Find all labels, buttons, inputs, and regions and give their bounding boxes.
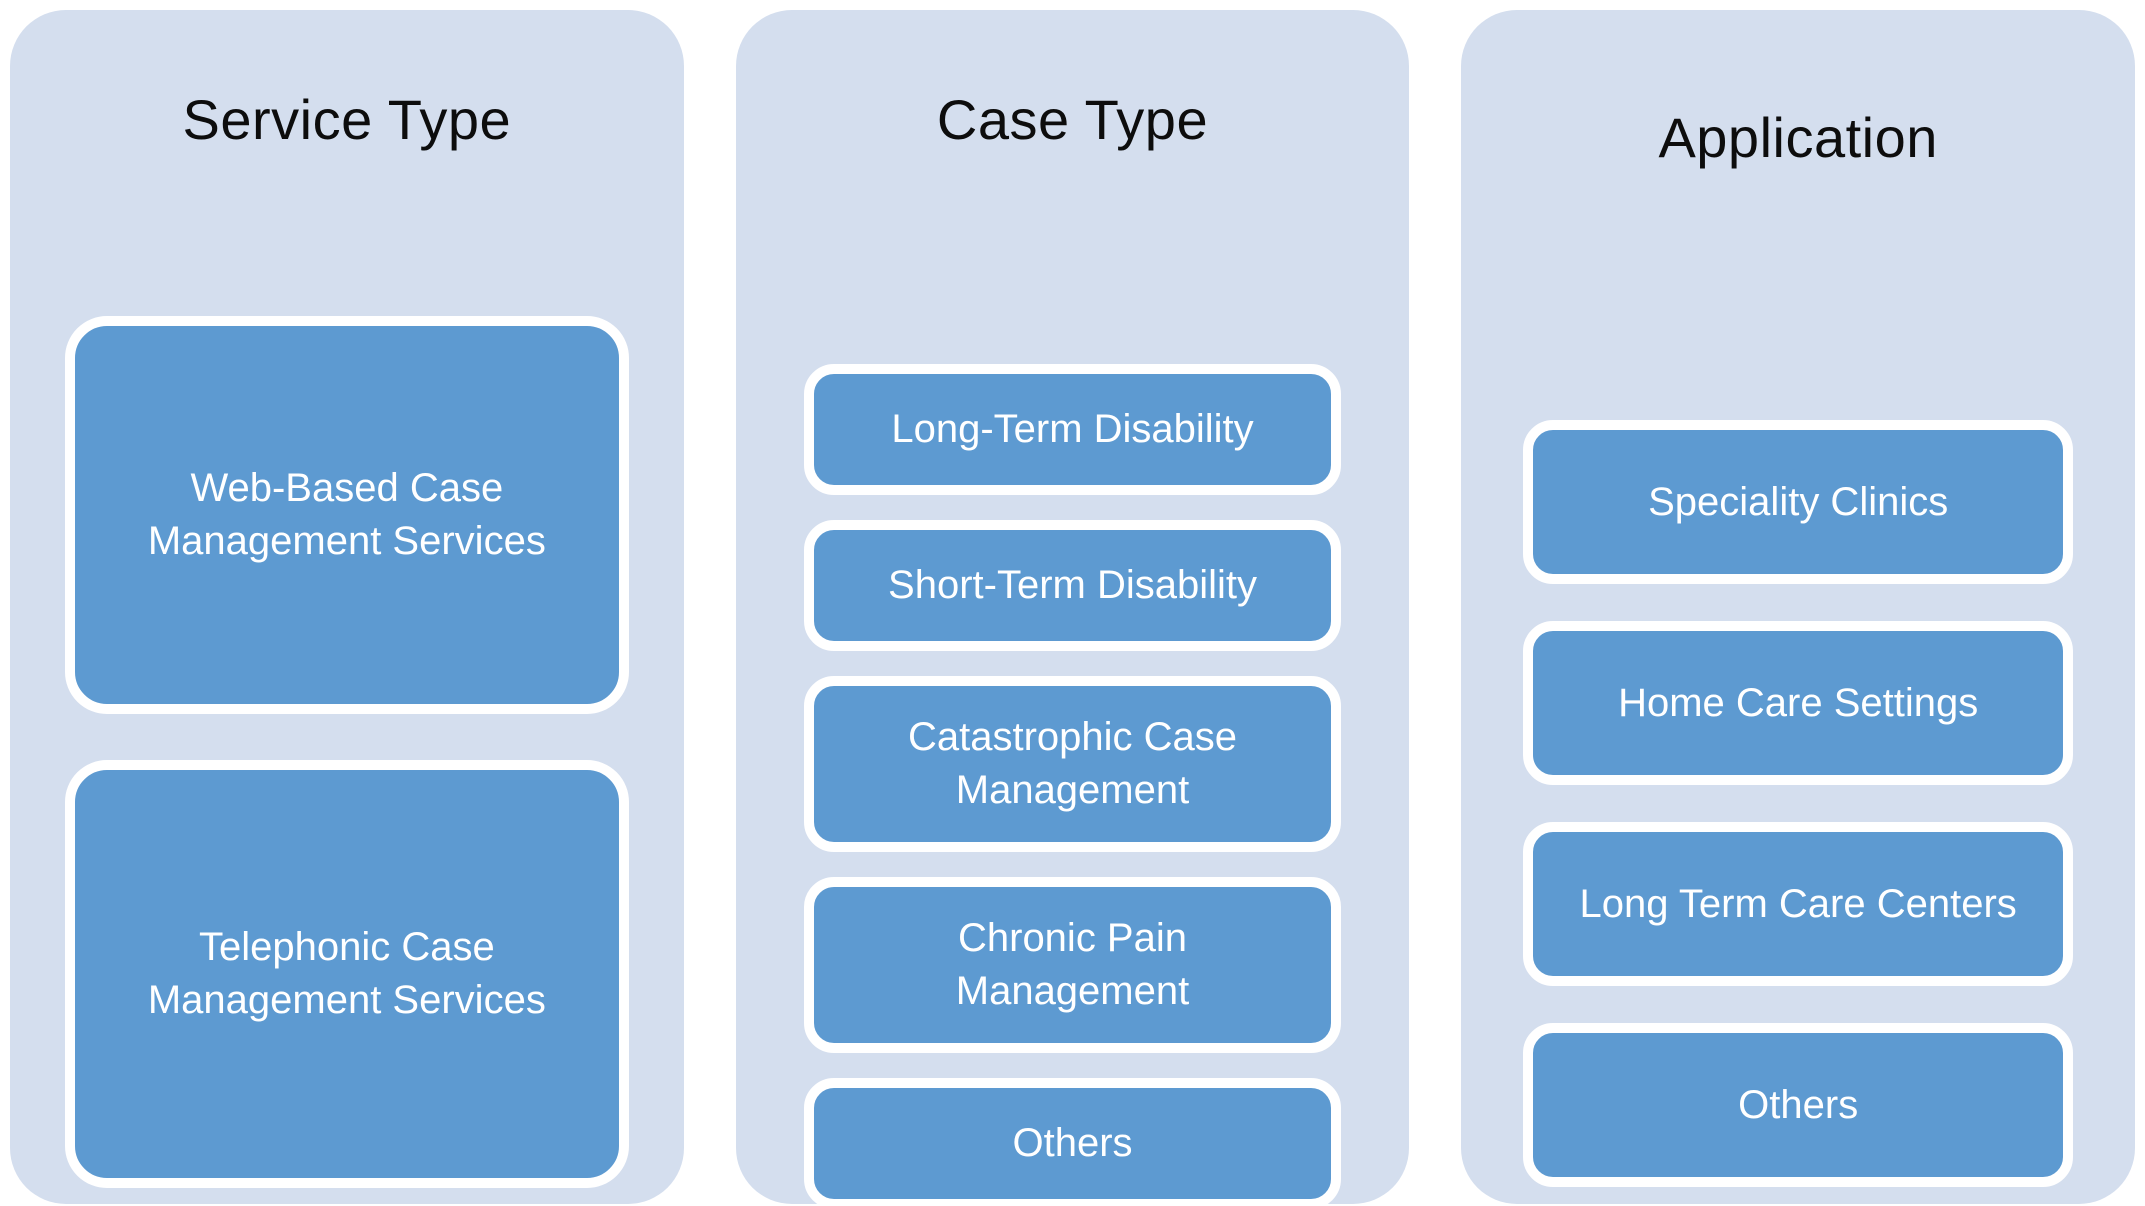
- segment-box-label: Chronic Pain Management: [955, 915, 1190, 1014]
- segment-box-label: Long Term Care Centers: [1579, 881, 2017, 926]
- box-list-case-type: Long-Term Disability Short-Term Disabili…: [736, 364, 1410, 1206]
- segment-box-label: Telephonic Case Management Services: [147, 924, 546, 1023]
- segment-box: Short-Term Disability: [803, 520, 1342, 652]
- segment-box-label: Short-Term Disability: [888, 563, 1257, 608]
- segment-box: Chronic Pain Management: [803, 877, 1342, 1054]
- segment-box: Long-Term Disability: [803, 364, 1342, 496]
- box-list-service-type: Web-Based Case Management Services Telep…: [10, 316, 684, 1189]
- segment-box: Others: [803, 1078, 1342, 1206]
- segment-box: Home Care Settings: [1523, 621, 2074, 786]
- column-panel-case-type: Case Type Long-Term Disability Short-Ter…: [735, 10, 1410, 1206]
- column-panel-application: Application Speciality Clinics Home Care…: [1461, 10, 2136, 1204]
- segment-box-label: Speciality Clinics: [1648, 479, 1949, 524]
- segment-box-label: Home Care Settings: [1618, 680, 1979, 725]
- column-panel-service-type: Service Type Web-Based Case Management S…: [10, 10, 684, 1204]
- box-list-application: Speciality Clinics Home Care Settings Lo…: [1461, 420, 2135, 1188]
- segment-box: Catastrophic Case Management: [803, 676, 1342, 853]
- segment-box-label: Catastrophic Case Management: [907, 714, 1238, 813]
- segment-box-label: Web-Based Case Management Services: [147, 465, 546, 564]
- column-title-application: Application: [1658, 106, 1938, 169]
- segment-box: Others: [1523, 1023, 2074, 1188]
- segment-box: Speciality Clinics: [1523, 420, 2074, 585]
- segment-box: Web-Based Case Management Services: [65, 316, 629, 715]
- segment-box-label: Others: [1738, 1082, 1859, 1127]
- column-title-case-type: Case Type: [936, 88, 1209, 151]
- column-title-service-type: Service Type: [182, 88, 512, 151]
- segment-box-label: Others: [1012, 1121, 1133, 1166]
- segment-box-label: Long-Term Disability: [891, 407, 1254, 452]
- segment-box: Telephonic Case Management Services: [65, 760, 629, 1189]
- segment-box: Long Term Care Centers: [1523, 822, 2074, 987]
